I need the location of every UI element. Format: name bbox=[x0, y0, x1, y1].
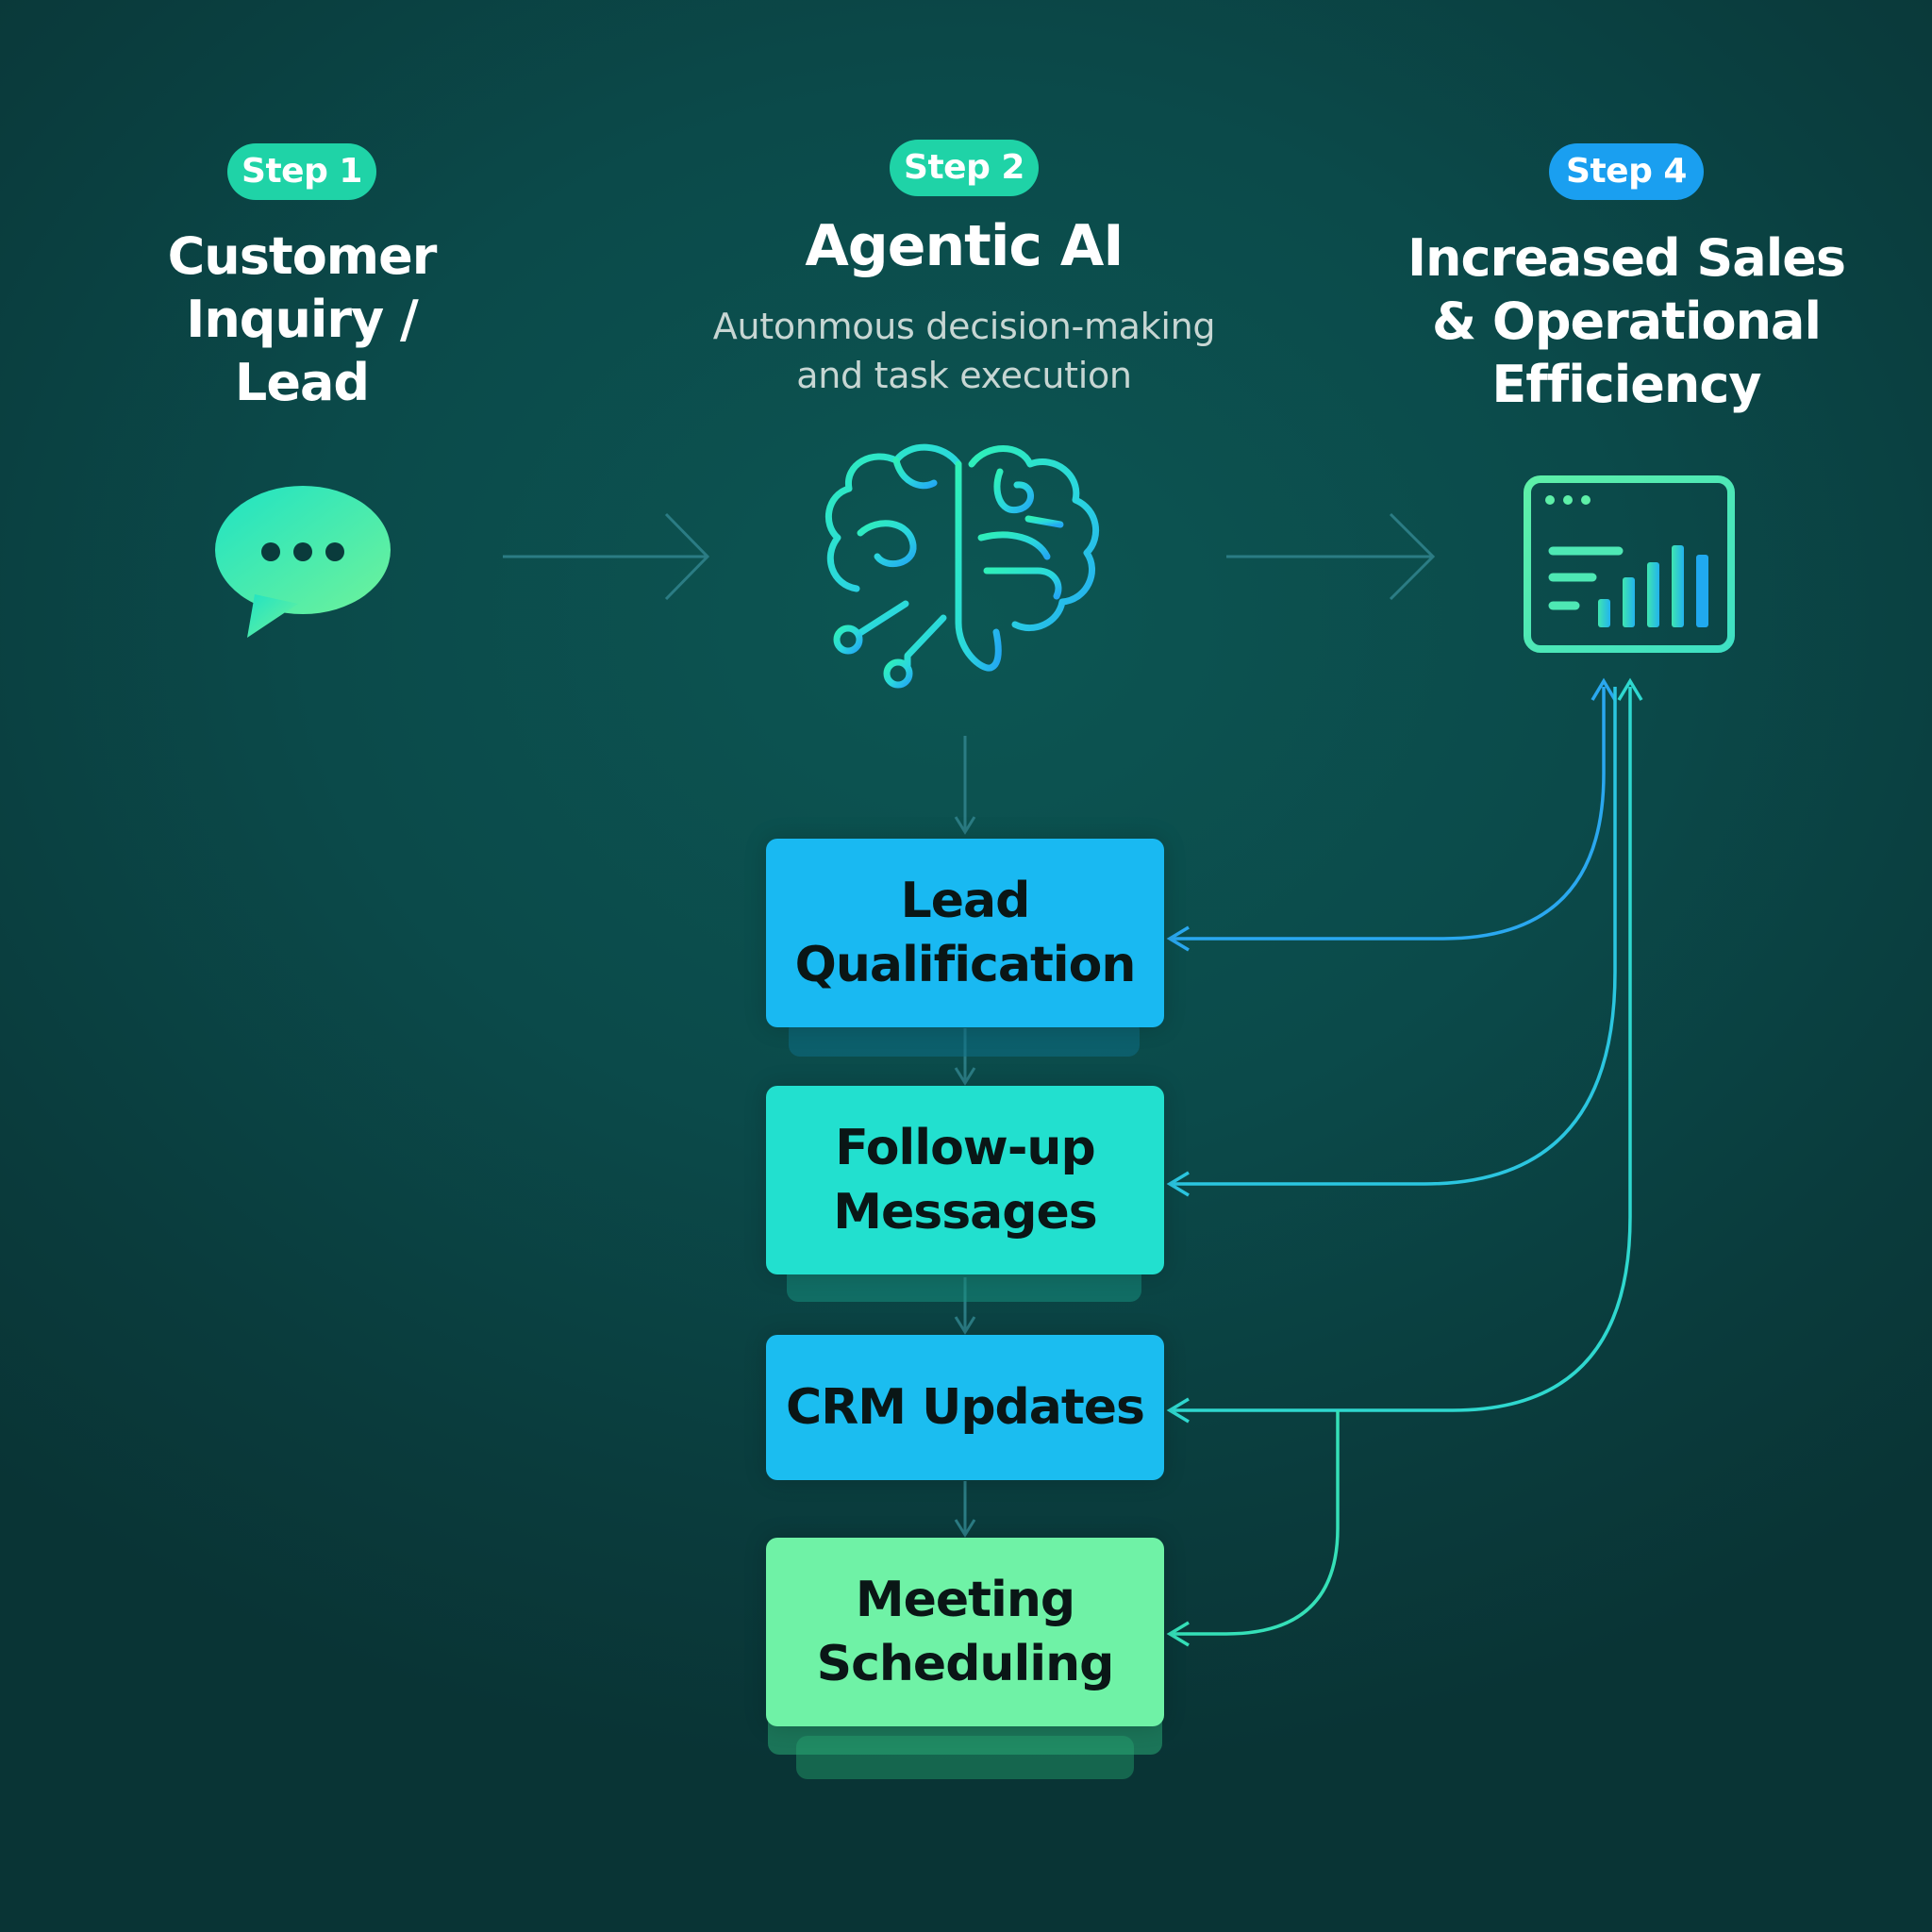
step-4-title-line-2: & Operational bbox=[1432, 291, 1822, 351]
feedback-arrow-lead-qualification bbox=[1166, 677, 1617, 952]
feedback-arrow-crm-updates bbox=[1166, 677, 1643, 1424]
crm-updates-box: CRM Updates bbox=[766, 1335, 1164, 1480]
step-4-title-line-3: Efficiency bbox=[1491, 355, 1761, 414]
step-1-badge: Step 1 bbox=[227, 143, 376, 200]
step-1-title: Customer Inquiry / Lead bbox=[151, 225, 453, 414]
step-2-subtitle-line-2: and task execution bbox=[796, 355, 1132, 396]
follow-up-messages-box: Follow-up Messages bbox=[766, 1086, 1164, 1274]
step2-to-step4-arrow bbox=[1226, 512, 1436, 601]
step-2-subtitle: Autonmous decision-making and task execu… bbox=[681, 302, 1247, 400]
step-4-title-line-1: Increased Sales bbox=[1407, 228, 1846, 288]
step-2-badge: Step 2 bbox=[890, 140, 1039, 196]
step-1-title-line-2: Inquiry / bbox=[186, 290, 419, 349]
step-4-title: Increased Sales & Operational Efficiency bbox=[1400, 226, 1853, 416]
step-2-subtitle-line-1: Autonmous decision-making bbox=[712, 306, 1216, 347]
lead-qualification-box: Lead Qualification bbox=[766, 839, 1164, 1027]
step-1-title-line-1: Customer bbox=[167, 226, 438, 286]
step-4-badge: Step 4 bbox=[1549, 143, 1704, 200]
feedback-arrow-follow-up bbox=[1166, 687, 1617, 1197]
step-2-title: Agentic AI bbox=[805, 213, 1124, 279]
feedback-arrow-meeting-scheduling bbox=[1166, 1410, 1340, 1647]
step1-to-step2-arrow bbox=[503, 512, 710, 601]
meeting-scheduling-box: Meeting Scheduling bbox=[766, 1538, 1164, 1726]
step-1-title-line-3: Lead bbox=[234, 353, 370, 412]
